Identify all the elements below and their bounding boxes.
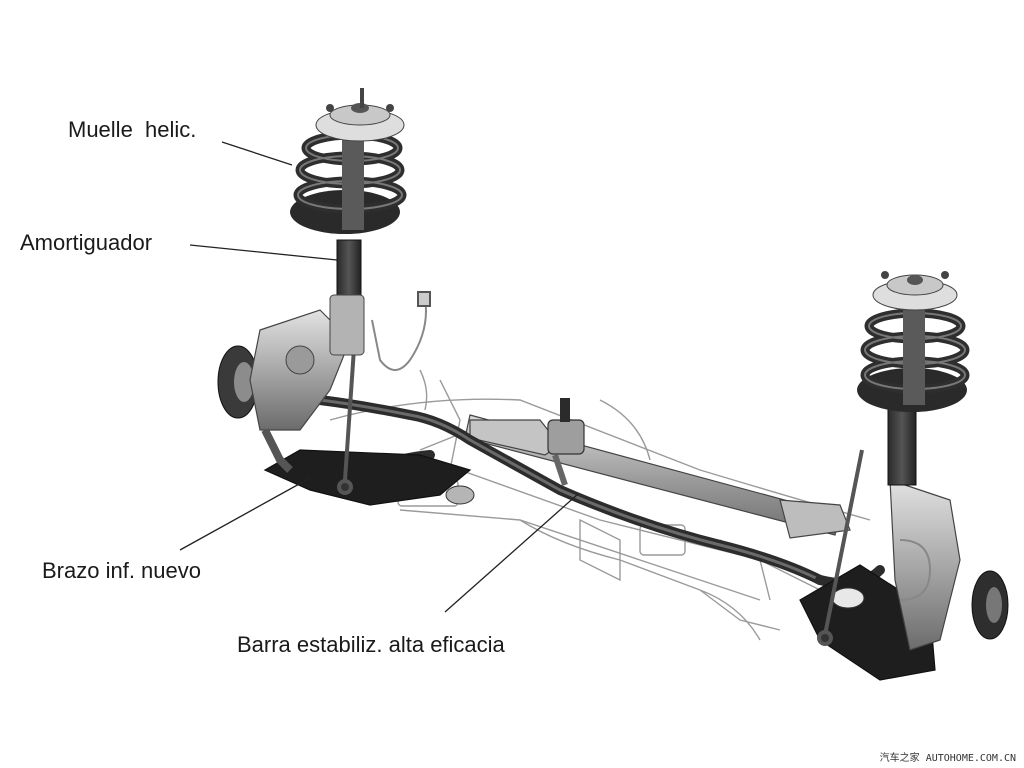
right-strut	[857, 271, 970, 486]
callout-coil-spring: Muelle helic.	[68, 117, 197, 142]
leader-shock-absorber	[189, 244, 338, 261]
callout-stabilizer-bar: Barra estabiliz. alta eficacia	[237, 632, 505, 657]
leader-lower-arm	[179, 477, 311, 551]
right-hub	[889, 479, 1009, 651]
left-hub	[217, 309, 351, 473]
callout-lower-arm: Brazo inf. nuevo	[42, 558, 201, 583]
callout-shock-absorber: Amortiguador	[20, 230, 153, 255]
leader-lines	[179, 141, 579, 613]
left-strut	[290, 88, 407, 356]
steering-rack	[464, 398, 851, 539]
left-lower-arm	[263, 449, 475, 506]
watermark: 汽车之家 AUTOHOME.COM.CN	[879, 753, 1016, 764]
sensor-wires	[371, 291, 932, 601]
leader-coil-spring	[221, 141, 293, 166]
leader-stabilizer-bar	[444, 493, 579, 613]
